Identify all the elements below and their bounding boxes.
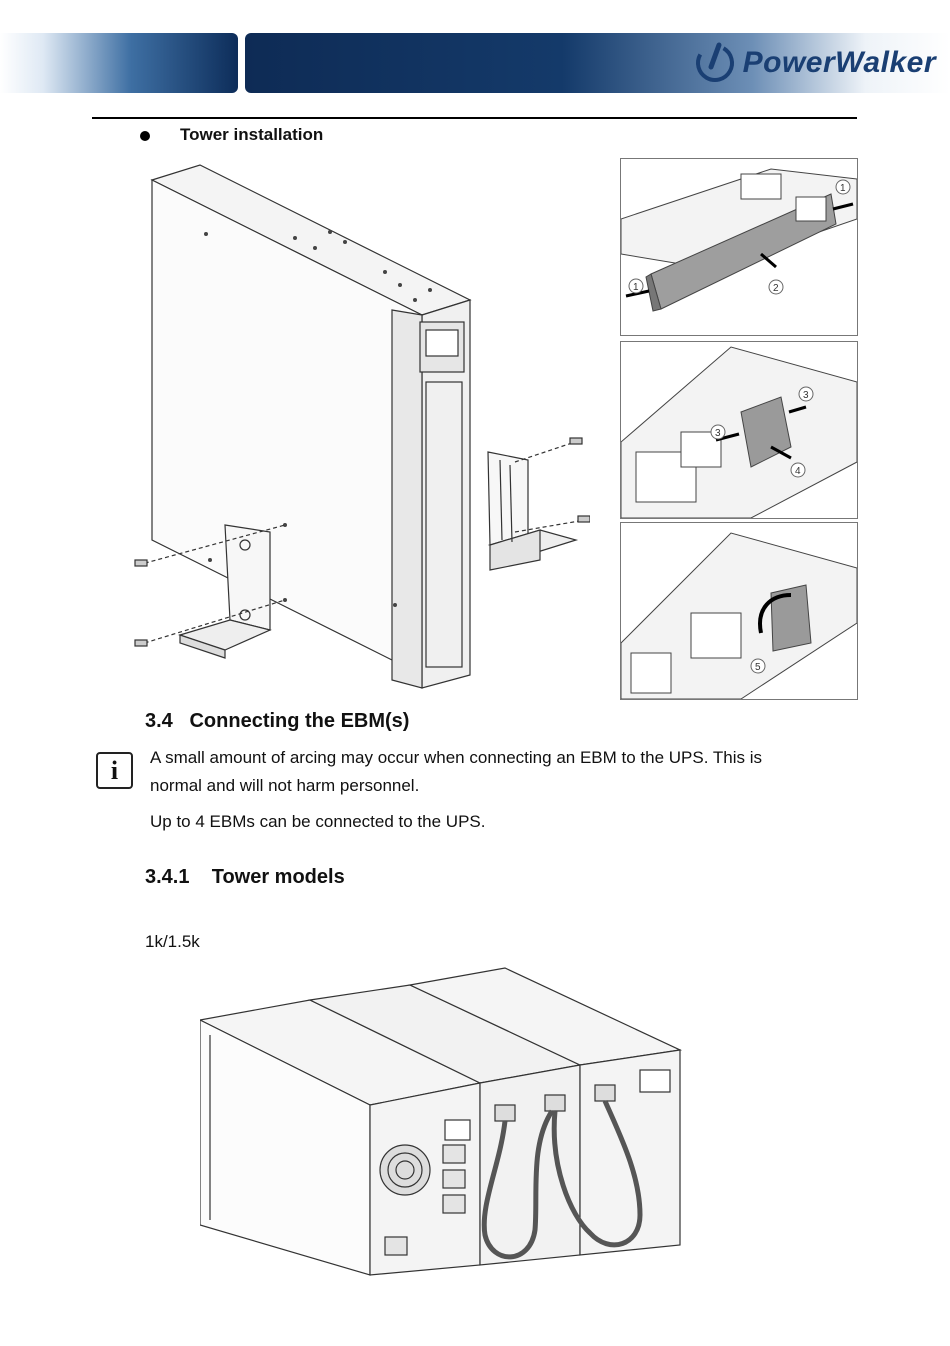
ebm-count-note: Up to 4 EBMs can be connected to the UPS…	[150, 812, 486, 831]
step-panel-3-drawing: 5	[620, 532, 858, 700]
power-symbol-icon	[695, 42, 734, 82]
info-paragraph: A small amount of arcing may occur when …	[150, 744, 850, 800]
step-panel-remove-cover: 3 3 4	[620, 341, 858, 519]
info-icon: i	[96, 752, 133, 789]
header-banner: PowerWalker	[0, 33, 950, 93]
callout-1b: 1	[840, 183, 846, 194]
bullet-dot	[140, 131, 150, 141]
callout-3b: 3	[803, 390, 809, 401]
header-band-right: PowerWalker	[245, 33, 950, 93]
logo-wordmark: PowerWalker	[742, 46, 936, 79]
tower-installation-illustration	[134, 164, 590, 689]
info-text-line-2: normal and will not harm personnel.	[150, 776, 420, 795]
step-panel-1-drawing: 1 2 1	[620, 168, 858, 312]
model-label: 1k/1.5k	[145, 932, 200, 951]
step-panel-2-drawing: 3 3 4	[620, 346, 858, 519]
ebm-connection-illustration	[200, 967, 683, 1276]
section-heading-3-4-1: 3.4.1 Tower models	[145, 866, 345, 888]
step-panel-rotate-display: 5	[620, 522, 858, 700]
info-text-line-1: A small amount of arcing may occur when …	[150, 748, 762, 767]
header-band-left	[0, 33, 238, 93]
callout-5: 5	[755, 662, 761, 673]
bullet-tower-installation: Tower installation	[180, 125, 324, 144]
header-rule	[92, 117, 857, 119]
callout-4: 4	[795, 466, 801, 477]
callout-2: 2	[773, 283, 779, 294]
brand-logo: PowerWalker	[693, 40, 936, 86]
step-panel-remove-bezel: 1 2 1	[620, 158, 858, 336]
callout-1a: 1	[633, 282, 639, 293]
section-heading-3-4: 3.4 Connecting the EBM(s)	[145, 710, 410, 732]
callout-3a: 3	[715, 428, 721, 439]
